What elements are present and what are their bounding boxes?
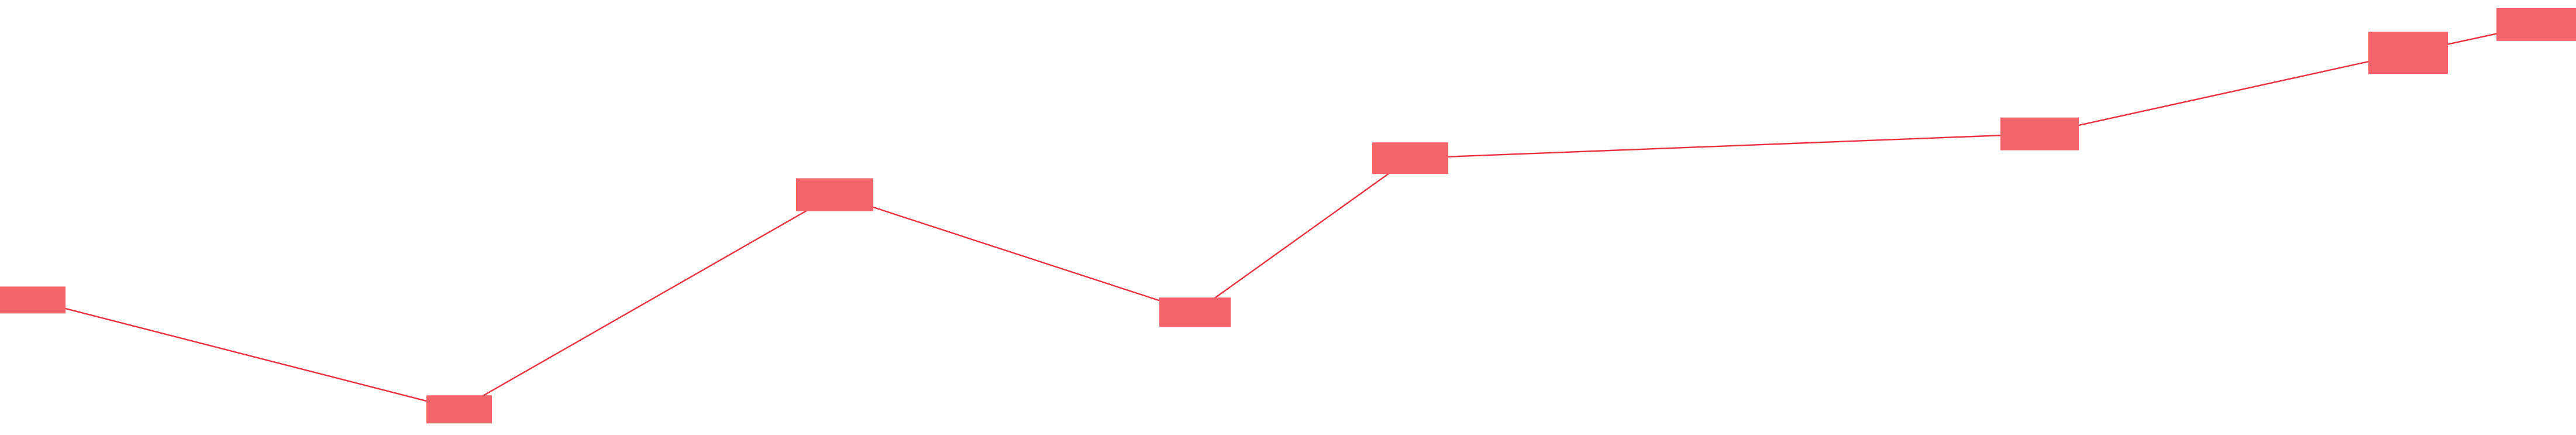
data-point-marker [0, 286, 66, 314]
line-segment [1194, 157, 1411, 313]
data-point-marker [2368, 32, 2448, 74]
data-point-marker [2000, 117, 2079, 150]
data-point-marker [2546, 11, 2576, 38]
data-point-marker [426, 395, 492, 424]
line-segment [459, 194, 835, 410]
data-point-marker [1372, 142, 1448, 174]
data-point-marker [1159, 297, 1231, 327]
line-segment [834, 194, 1196, 313]
series-markers [0, 8, 2576, 424]
line-segment [32, 299, 460, 410]
series-lines [32, 23, 2561, 410]
line-segment [1410, 133, 2040, 159]
line-segment [2039, 52, 2409, 135]
data-point-marker [796, 178, 873, 211]
